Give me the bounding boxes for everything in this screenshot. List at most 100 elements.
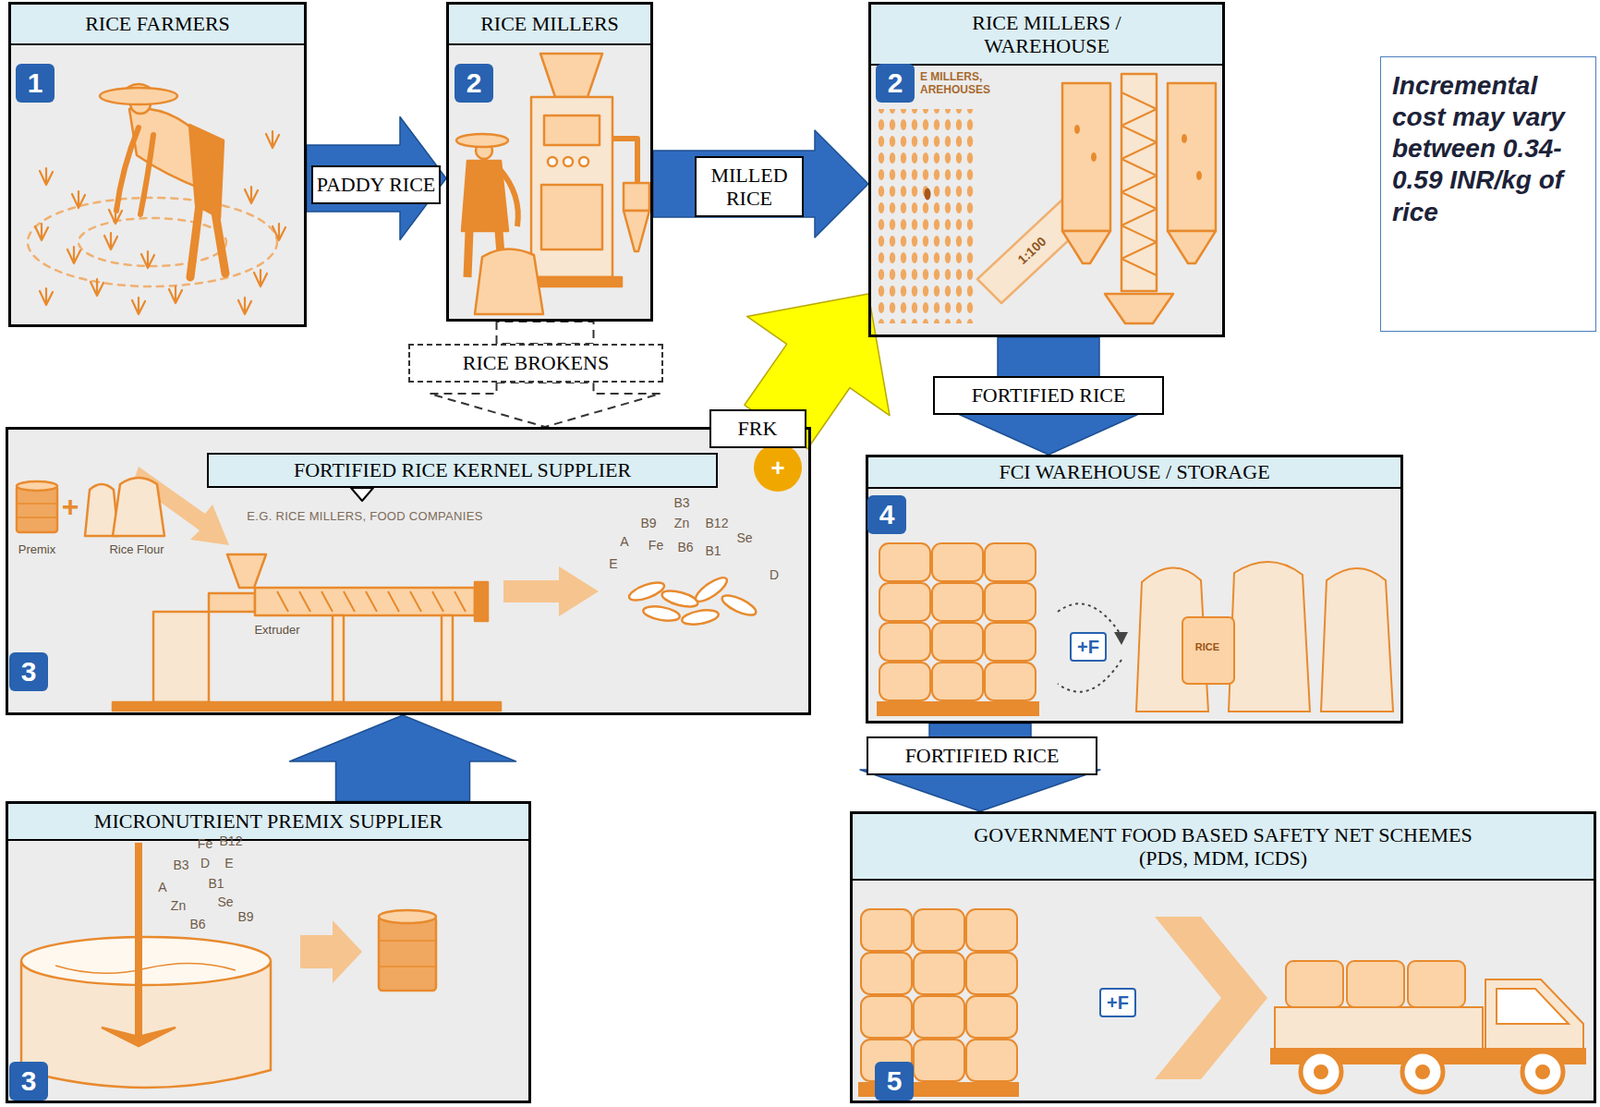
header-text: RICE FARMERS [84, 12, 231, 36]
warehouse-illustration [1196, 170, 1202, 181]
distribution-illustration [1536, 1065, 1550, 1079]
nutrient-label: B9 [640, 515, 656, 531]
byproduct-box: RICE BROKENS [408, 343, 664, 383]
header-band: MICRONUTRIENT PREMIX SUPPLIER [8, 803, 529, 841]
distribution-illustration [860, 995, 912, 1038]
mill-illustration [544, 115, 600, 146]
mill-illustration [531, 96, 613, 278]
farmer-illustration [67, 246, 81, 264]
premix-illustration [21, 936, 271, 985]
header-text: GOVERNMENT FOOD BASED SAFETY NET SCHEMES… [948, 823, 1499, 871]
edge-label: PADDY RICE [311, 165, 442, 204]
distribution-illustration [966, 909, 1018, 951]
farmer-illustration [27, 197, 278, 287]
kernel-illustration [277, 591, 466, 612]
storage-illustration [879, 582, 931, 621]
kernel-illustration [441, 615, 453, 703]
nutrient-label: B12 [219, 833, 243, 849]
farmer-illustration [141, 251, 155, 268]
kernel-illustration [332, 615, 344, 703]
kernel-illustration [753, 443, 802, 492]
premix-illustration [21, 842, 437, 1088]
panel-ground [868, 487, 1401, 721]
header-band: RICE MILLERS / WAREHOUSE [871, 4, 1223, 66]
mill-illustration [498, 168, 519, 227]
storage-illustration [877, 702, 1039, 716]
premix-illustration [55, 962, 236, 973]
nutrient-label: B9 [237, 909, 254, 924]
farmer-illustration [27, 84, 286, 315]
warehouse-illustration [1104, 293, 1174, 324]
storage-illustration [879, 622, 931, 661]
storage-illustration [1057, 603, 1122, 636]
header-text: FCI WAREHOUSE / STORAGE [998, 460, 1270, 484]
edge-label: FORTIFIED RICE [866, 736, 1098, 775]
warehouse-illustration [924, 188, 932, 201]
stage-panel: FORTIFIED RICE KERNEL SUPPLIERE.G. RICE … [5, 426, 812, 716]
header-band: RICE FARMERS [11, 4, 304, 46]
distribution-illustration [860, 909, 912, 951]
distribution-illustration [1300, 1051, 1342, 1092]
kernel-illustration [503, 566, 599, 617]
nutrient-label: B1 [704, 543, 721, 558]
farmer-illustration [169, 286, 182, 304]
kernel-illustration [680, 607, 720, 628]
stage-panel: RICE FARMERS [8, 1, 307, 328]
kernel-illustration [16, 503, 58, 518]
storage-illustration [932, 662, 983, 701]
kernel-illustration [227, 554, 267, 588]
mill-illustration [623, 182, 650, 211]
premix-illustration [300, 920, 363, 983]
farmer-illustration [244, 186, 258, 204]
warehouse-illustration [1121, 73, 1157, 291]
header-band: GOVERNMENT FOOD BASED SAFETY NET SCHEMES… [852, 813, 1594, 881]
farmer-illustration [39, 168, 53, 185]
callout-number: 3 [9, 1061, 49, 1101]
header-band: RICE MILLERS [448, 4, 651, 46]
farmer-illustration [99, 87, 178, 105]
plus-sign: + [770, 455, 785, 480]
storage-illustration [1114, 631, 1128, 645]
warehouse-illustration [1090, 152, 1097, 162]
nutrient-label: Se [217, 894, 233, 910]
premix-illustration [378, 909, 437, 923]
distribution-illustration [913, 995, 965, 1038]
ingredient-label: Premix [18, 542, 56, 557]
callout-number: 1 [15, 63, 55, 103]
kernel-illustration [16, 443, 802, 711]
nutrient-label: Zn [674, 515, 690, 531]
callout-number: 4 [867, 495, 907, 534]
ingredient-label: Rice Flour [109, 542, 164, 557]
plus-sign: + [61, 491, 80, 522]
farmer-illustration [72, 191, 85, 208]
header-text: RICE MILLERS / WAREHOUSE [954, 11, 1140, 59]
kernel-illustration [474, 581, 488, 621]
ratio-text: 1:100 [1014, 233, 1049, 267]
storage-illustration [984, 582, 1036, 621]
nutrient-label: B3 [172, 857, 189, 873]
mill-illustration [541, 184, 603, 250]
premix-illustration [378, 916, 437, 991]
block-arrow [860, 723, 1101, 812]
kernel-illustration [153, 611, 209, 703]
kernel-illustration [112, 477, 165, 536]
header-text: RICE MILLERS [480, 12, 619, 36]
distribution-illustration [913, 909, 965, 951]
storage-illustration [879, 543, 931, 582]
farmer-illustration [254, 269, 267, 287]
farmer-illustration [238, 297, 252, 315]
warehouse-illustration [1062, 83, 1111, 231]
block-arrow [290, 715, 517, 801]
farmer-illustration [266, 131, 279, 148]
kernel-illustration [16, 481, 58, 491]
panel-ground [8, 429, 809, 713]
farmer-illustration [90, 278, 104, 296]
nutrient-label: A [157, 879, 167, 895]
header-text: FORTIFIED RICE KERNEL SUPPLIER [293, 458, 631, 482]
callout-number: 3 [9, 652, 49, 691]
block-arrow [653, 130, 869, 238]
mill-illustration [547, 157, 558, 167]
distribution-illustration [1402, 1051, 1443, 1092]
kernel-illustration [719, 591, 759, 619]
callout-number: 2 [875, 63, 915, 103]
